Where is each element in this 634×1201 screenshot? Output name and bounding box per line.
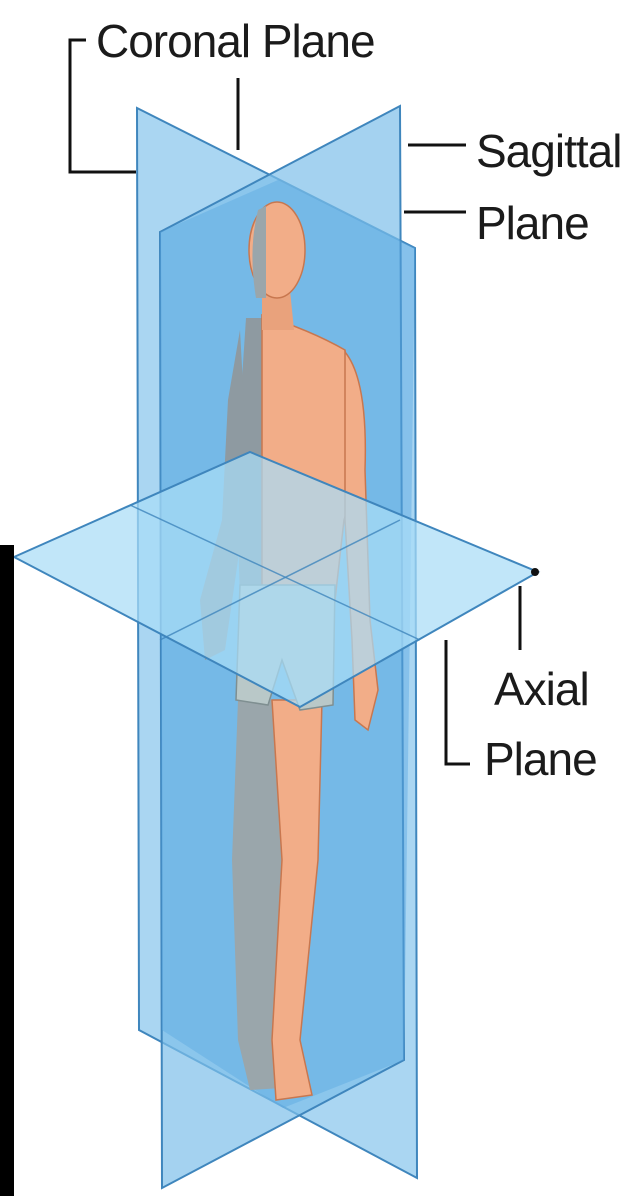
axial-plane-label-line2: Plane [484, 736, 597, 782]
axial-plane [14, 452, 538, 707]
left-edge-bar [0, 545, 14, 1196]
axial-plane-label-line1: Axial [494, 666, 589, 712]
coronal-plane-label: Coronal Plane [96, 18, 375, 64]
axial-plane-corner-dot [531, 568, 539, 576]
axial-leader-elbow [446, 640, 470, 764]
sagittal-plane-label-line1: Sagittal [476, 128, 621, 174]
sagittal-plane-label-line2: Plane [476, 200, 589, 246]
